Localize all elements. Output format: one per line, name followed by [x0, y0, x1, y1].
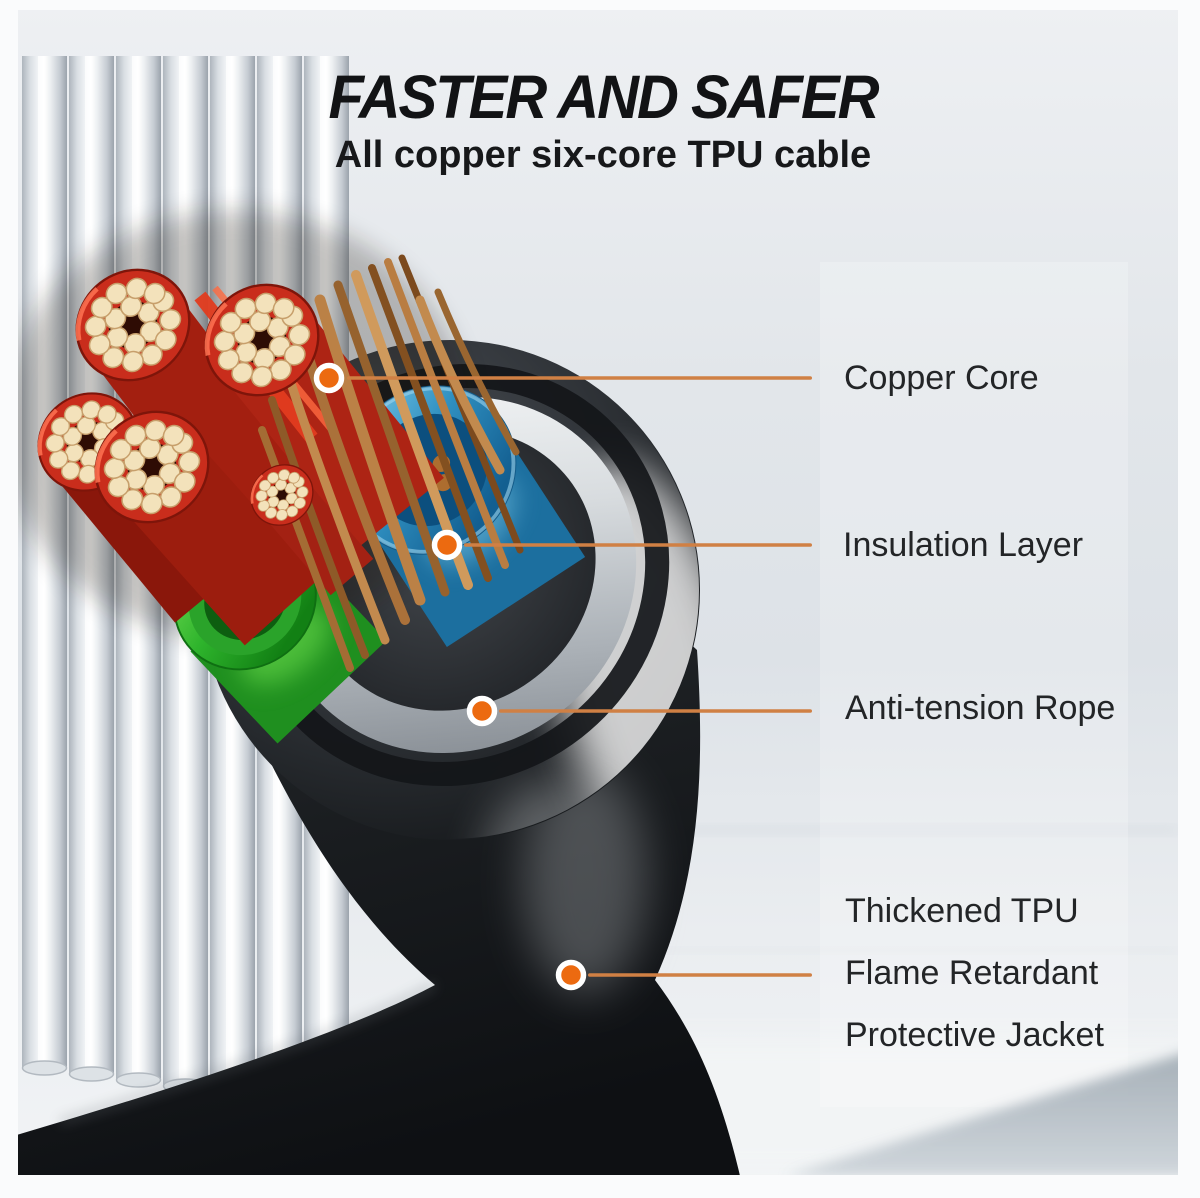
callout-dot-protective-jacket	[555, 959, 587, 991]
callout-label-line: Flame Retardant	[845, 954, 1099, 992]
callout-dot-anti-tension-rope	[466, 695, 498, 727]
callout-line-protective-jacket	[588, 973, 812, 977]
callout-label-protective-jacket: Thickened TPU Flame Retardant Protective…	[845, 880, 1104, 1066]
horizon-line	[349, 826, 1178, 834]
callout-label-anti-tension-rope: Anti-tension Rope	[845, 689, 1116, 727]
copper-strand-fan	[258, 254, 524, 672]
callout-line-insulation-layer	[464, 543, 812, 547]
callout-line-copper-core	[347, 376, 812, 380]
label-panel	[820, 262, 1128, 1107]
callout-dot-copper-core	[313, 362, 345, 394]
page-subtitle: All copper six-core TPU cable	[334, 134, 872, 176]
callout-label-insulation-layer: Insulation Layer	[843, 526, 1084, 564]
callout-lines	[347, 376, 812, 977]
horizon-line-2	[640, 948, 1178, 953]
page-title: FASTER AND SAFER	[328, 63, 879, 132]
callout-label-line: Thickened TPU	[845, 892, 1079, 930]
callout-label-line: Protective Jacket	[845, 1016, 1104, 1054]
callout-dots	[313, 362, 587, 991]
cable-shadow	[785, 1048, 1200, 1176]
callout-line-anti-tension-rope	[499, 709, 812, 713]
callout-label-copper-core: Copper Core	[844, 359, 1039, 397]
callout-dot-insulation-layer	[431, 529, 463, 561]
